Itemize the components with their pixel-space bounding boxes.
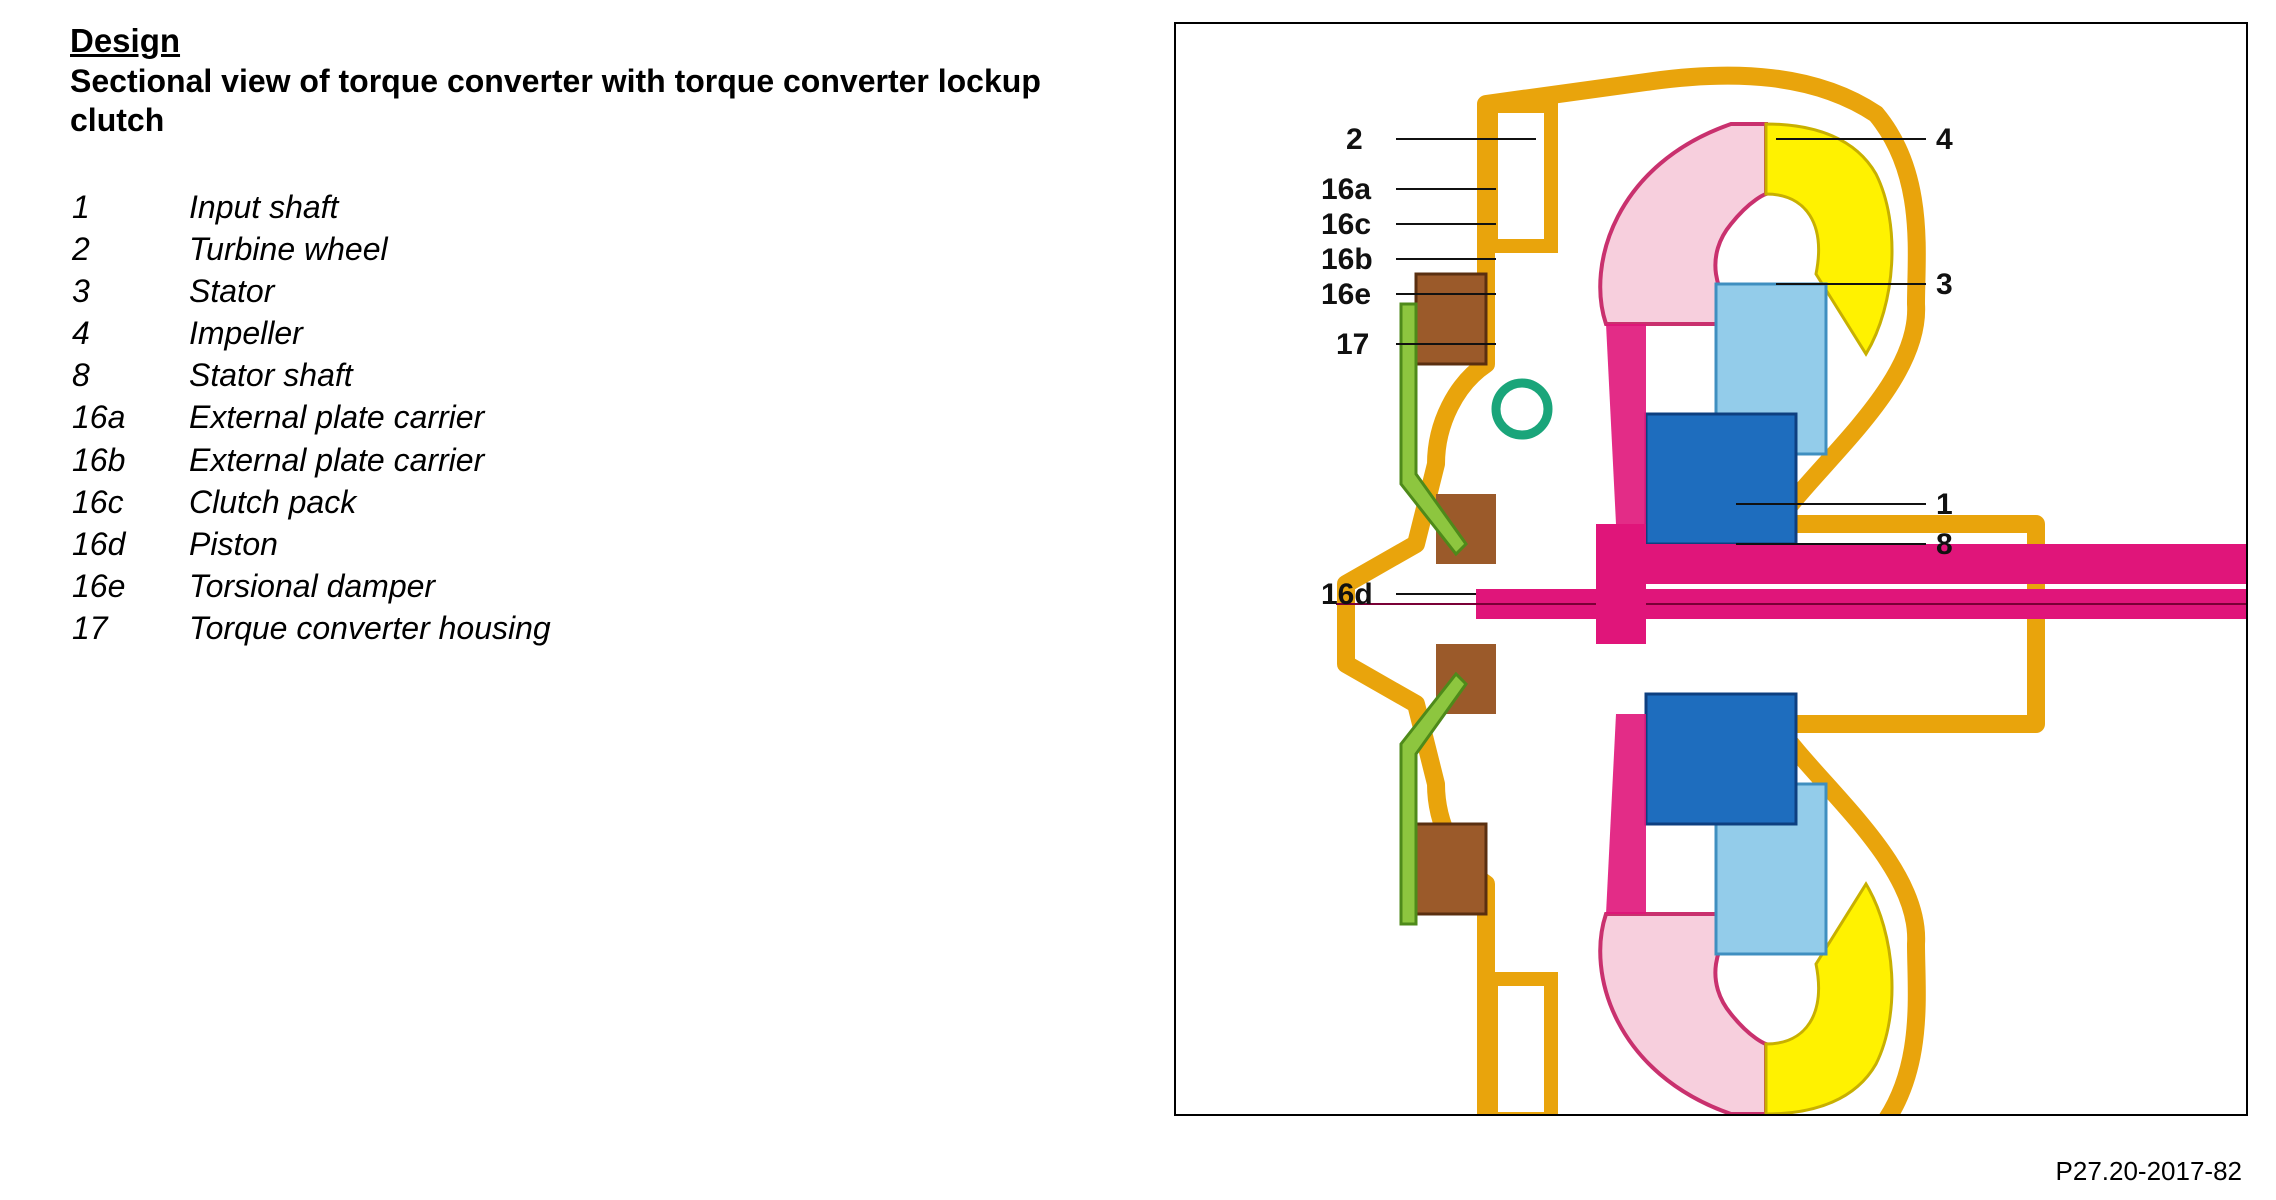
legend-number: 16b — [72, 441, 126, 478]
callout-1: 1 — [1736, 488, 1953, 521]
torsional-damper — [1491, 378, 1553, 440]
callout-4: 4 — [1776, 123, 1953, 156]
legend-item: 4 Impeller — [72, 312, 551, 354]
legend-number: 8 — [72, 357, 90, 394]
legend-item: 16c Clutch pack — [72, 481, 551, 523]
turbine-hub-upper — [1606, 324, 1646, 524]
legend-item: 2 Turbine wheel — [72, 228, 551, 270]
svg-text:4: 4 — [1936, 123, 1953, 156]
legend-label: Impeller — [189, 315, 303, 352]
callout-16a: 16a — [1321, 173, 1496, 206]
callout-3: 3 — [1776, 268, 1953, 301]
svg-text:16e: 16e — [1321, 278, 1371, 311]
svg-text:16a: 16a — [1321, 173, 1371, 206]
legend-number: 1 — [72, 189, 90, 225]
legend-label: Stator — [189, 273, 275, 310]
svg-text:8: 8 — [1936, 528, 1953, 561]
legend-number: 4 — [72, 315, 90, 352]
legend-number: 3 — [72, 273, 90, 310]
legend-number: 16a — [72, 399, 126, 436]
legend-number: 2 — [72, 231, 90, 268]
legend-item: 3 Stator — [72, 270, 551, 312]
legend-item: 16d Piston — [72, 523, 551, 565]
callout-16b: 16b — [1321, 243, 1496, 276]
legend-item: 16b External plate carrier — [72, 439, 551, 481]
turbine-hub-lower — [1606, 714, 1646, 914]
svg-text:3: 3 — [1936, 268, 1953, 301]
svg-text:16c: 16c — [1321, 208, 1371, 241]
svg-text:16b: 16b — [1321, 243, 1373, 276]
legend-label: Clutch pack — [189, 483, 357, 520]
impeller-lower — [1764, 881, 1894, 1114]
legend-label: Turbine wheel — [189, 231, 388, 268]
legend-label: Torque converter housing — [189, 609, 551, 646]
legend-item: 17 Torque converter housing — [72, 607, 551, 649]
stator-hub-lower — [1644, 692, 1798, 826]
parts-legend: 1 Input shaft 2 Turbine wheel 3 Stator 4 Imp… — [72, 186, 551, 649]
legend-number: 17 — [72, 609, 108, 646]
stator-shaft — [1596, 544, 2246, 584]
legend-item: 8 Stator shaft — [72, 354, 551, 396]
callout-16d: 16d — [1321, 578, 1476, 611]
clutch-pack-lower — [1414, 822, 1488, 916]
page-heading: Design — [70, 22, 181, 59]
housing-shell — [1337, 66, 2045, 1114]
legend-number: 16d — [72, 525, 126, 562]
callout-17: 17 — [1336, 328, 1496, 361]
callout-2: 2 — [1346, 123, 1536, 156]
legend-item: 1 Input shaft — [72, 186, 551, 228]
legend-label: Input shaft — [189, 189, 339, 225]
legend-label: External plate carrier — [189, 399, 485, 436]
clutch-pack-upper — [1414, 272, 1488, 366]
legend-number: 16e — [72, 567, 126, 604]
piston-lower — [1399, 671, 1468, 926]
housing-left-lower — [1484, 972, 1558, 1114]
legend-label: External plate carrier — [189, 441, 485, 478]
torque-converter-diagram: 2 4 16a 16c 16b 16e 3 17 — [1321, 66, 2246, 1114]
legend-item: 16a External plate carrier — [72, 396, 551, 438]
callout-8: 8 — [1736, 528, 1953, 561]
svg-text:2: 2 — [1346, 123, 1363, 156]
legend-label: Piston — [189, 525, 278, 562]
callout-16e: 16e — [1321, 278, 1496, 311]
legend-number: 16c — [72, 483, 124, 520]
legend-label: Torsional damper — [189, 567, 436, 604]
svg-text:16d: 16d — [1321, 578, 1373, 611]
stator-vane-lower — [1714, 782, 1828, 956]
stator-hub-upper — [1644, 412, 1798, 546]
page-subtitle: Sectional view of torque converter with … — [70, 63, 1041, 138]
figure-reference: P27.20-2017-82 — [2055, 1156, 2242, 1186]
svg-text:1: 1 — [1936, 488, 1953, 521]
legend-item: 16e Torsional damper — [72, 565, 551, 607]
figure-frame: 2 4 16a 16c 16b 16e 3 17 — [1174, 22, 2248, 1116]
piston-upper — [1399, 302, 1468, 557]
callout-16c: 16c — [1321, 208, 1496, 241]
legend-label: Stator shaft — [189, 357, 353, 394]
shaft-hub — [1596, 524, 1646, 644]
housing-left-upper — [1484, 99, 1558, 253]
svg-text:17: 17 — [1336, 328, 1369, 361]
